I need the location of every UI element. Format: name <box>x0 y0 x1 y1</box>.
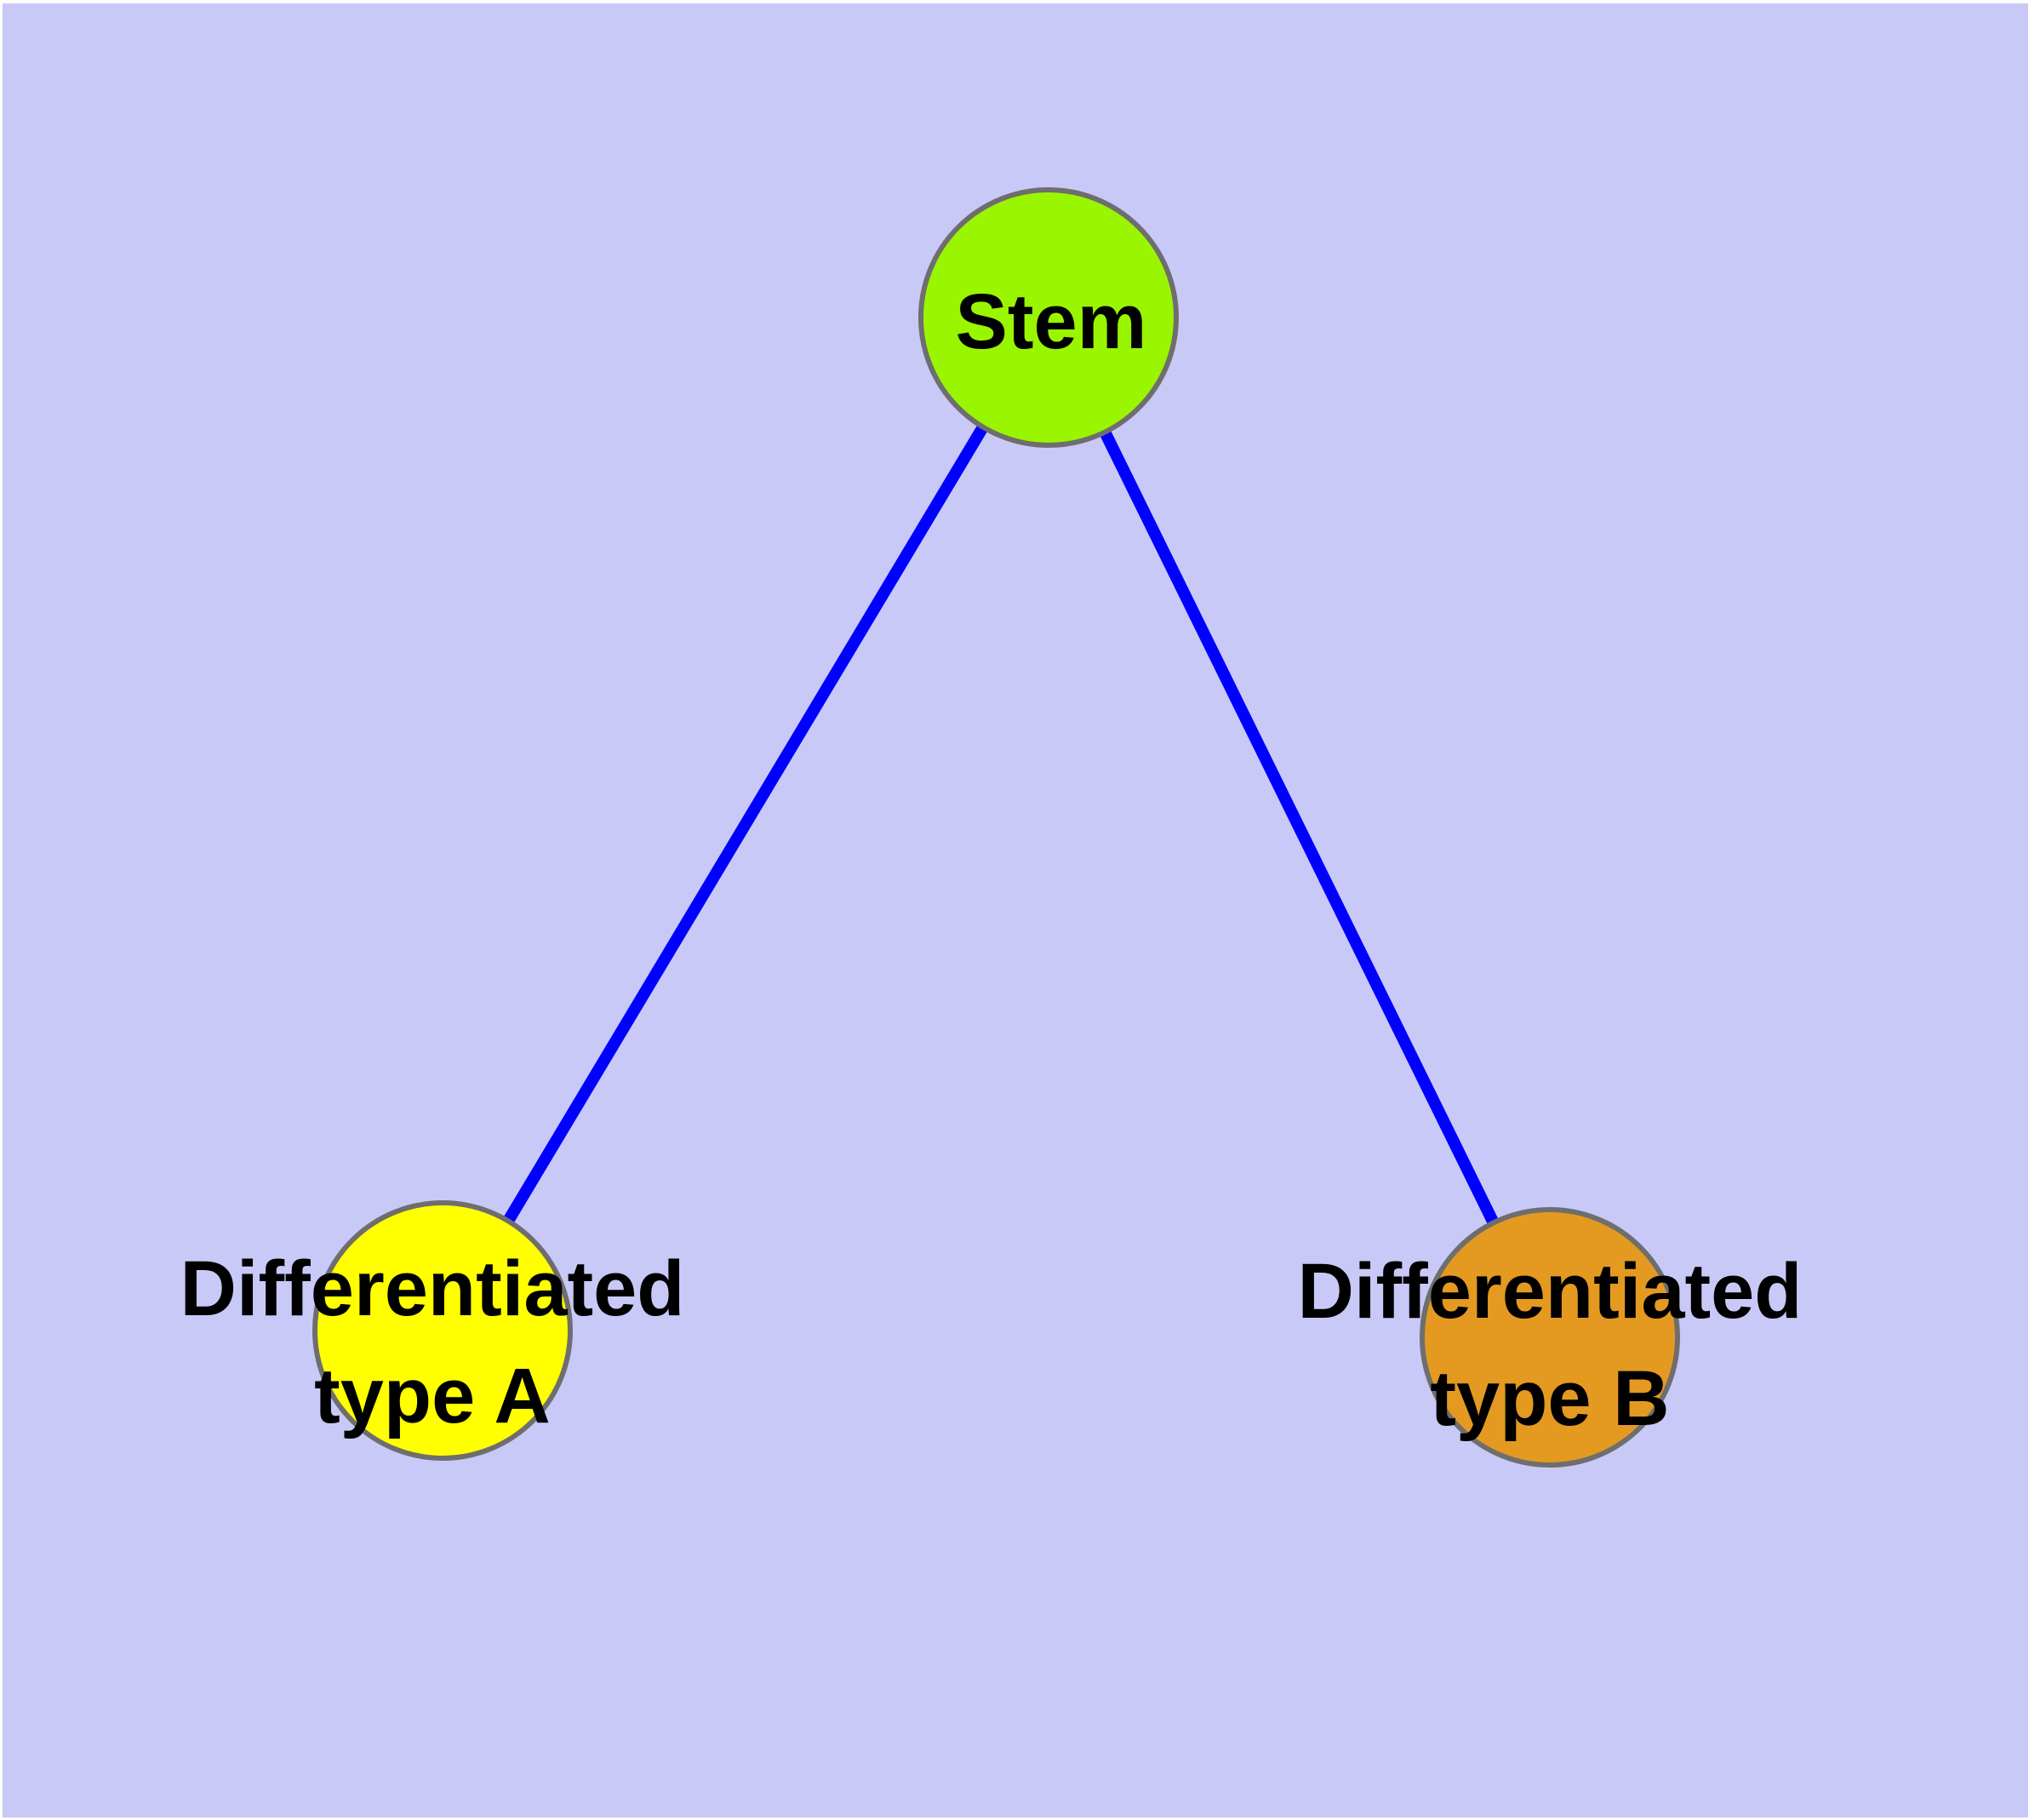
node-differentiated-type-a <box>312 1200 573 1461</box>
edge-stem-to-type-b <box>1043 314 1556 1341</box>
edge-stem-to-type-a <box>437 314 1055 1334</box>
node-stem <box>918 187 1179 448</box>
node-differentiated-type-b <box>1420 1207 1680 1468</box>
